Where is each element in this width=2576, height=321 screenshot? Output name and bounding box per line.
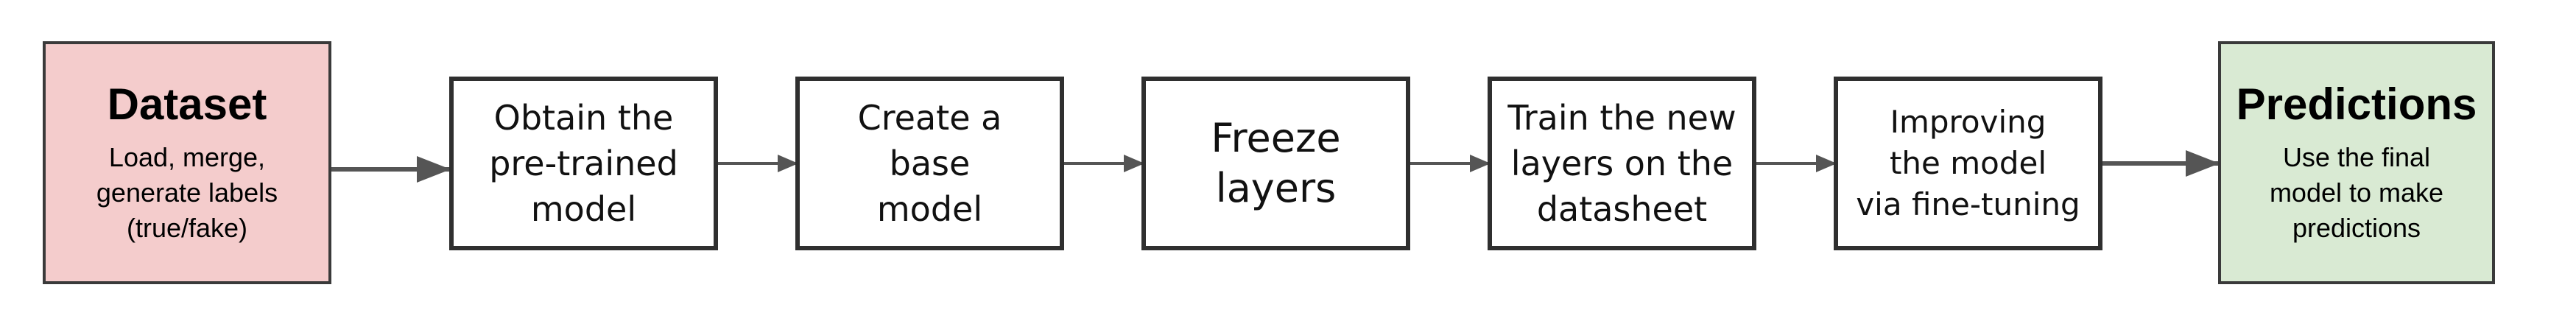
step-create-base-model: Create a base model (795, 77, 1064, 250)
step-label: Freeze layers (1211, 115, 1341, 211)
dataset-box: Dataset Load, merge, generate labels (tr… (43, 41, 331, 284)
step-label: Train the new layers on the datasheet (1507, 98, 1736, 229)
step-fine-tuning: Improving the model via fine-tuning (1834, 77, 2102, 250)
predictions-description: Use the final model to make predictions (2269, 142, 2444, 243)
predictions-title: Predictions (2236, 80, 2477, 129)
step-freeze-layers: Freeze layers (1141, 77, 1410, 250)
dataset-description: Load, merge, generate labels (true/fake) (96, 142, 278, 243)
predictions-box: Predictions Use the final model to make … (2218, 41, 2495, 284)
step-obtain-pretrained-model: Obtain the pre-trained model (449, 77, 718, 250)
step-train-new-layers: Train the new layers on the datasheet (1488, 77, 1756, 250)
step-label: Create a base model (857, 98, 1002, 229)
dataset-title: Dataset (107, 80, 267, 129)
step-label: Obtain the pre-trained model (489, 98, 678, 229)
step-label: Improving the model via fine-tuning (1856, 104, 2080, 222)
